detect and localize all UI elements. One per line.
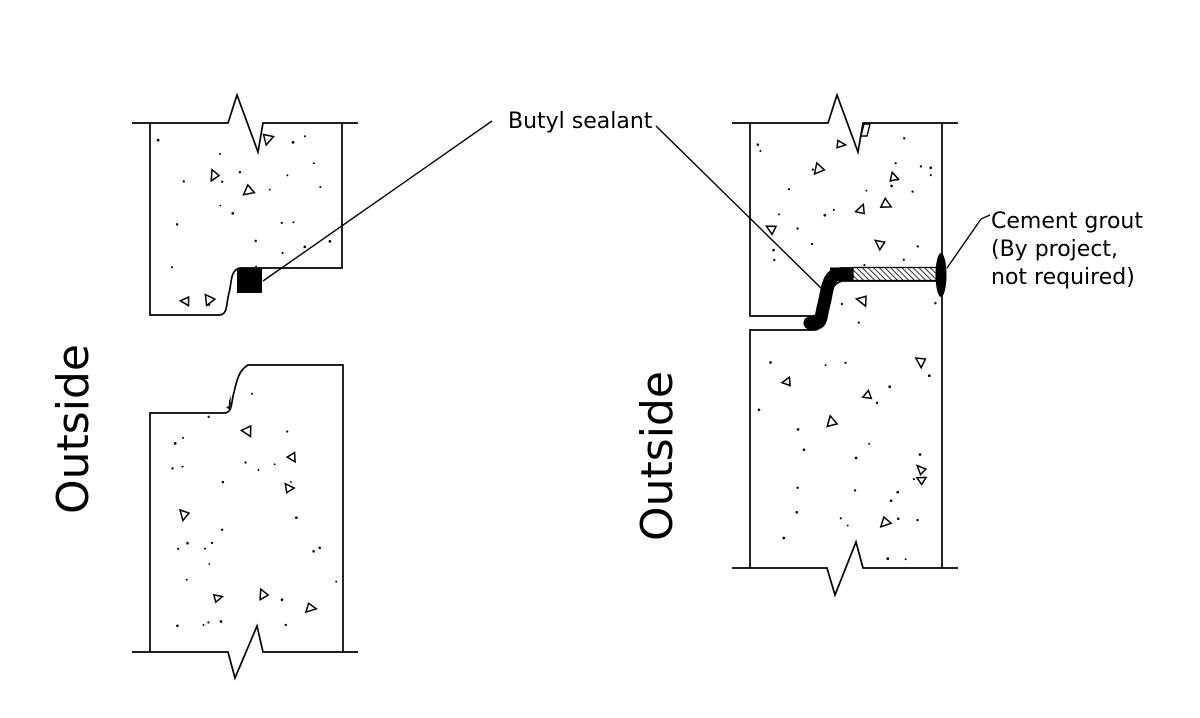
grout-squeeze-out: [935, 253, 947, 297]
break-line-right-top: [732, 92, 958, 156]
left-bottom-panel-outline: [149, 364, 344, 652]
concrete-texture-right-bottom: [757, 295, 937, 561]
outside-label-right: Outside: [632, 371, 683, 541]
right-joint-detail: [732, 92, 958, 598]
break-notch: [860, 123, 871, 137]
butyl-sealant-label: Butyl sealant: [508, 109, 653, 134]
outside-label-left: Outside: [48, 344, 99, 514]
left-joint-detail: [132, 92, 358, 681]
cement-grout-label: Cement grout (By project, not required): [991, 209, 1143, 290]
break-line-right-bottom: [732, 539, 958, 598]
leader-line-butyl-right: [655, 125, 823, 290]
cement-grout-band: [852, 266, 939, 282]
cement-grout-label-line3: not required): [991, 265, 1135, 290]
concrete-texture-right-top: [756, 137, 933, 298]
break-line-left-top: [132, 92, 358, 156]
right-top-panel-outline: [749, 123, 943, 317]
leader-line-butyl-left: [262, 120, 493, 282]
concrete-texture-left-bottom: [163, 379, 338, 628]
cement-grout-label-line1: Cement grout: [991, 209, 1143, 234]
right-bottom-panel-outline: [749, 280, 943, 568]
butyl-sealant-band: [830, 267, 854, 281]
left-top-panel-outline: [149, 123, 343, 316]
butyl-sealant-block: [237, 268, 262, 293]
leader-line-cement-grout: [946, 214, 991, 269]
cement-grout-label-line2: (By project,: [991, 237, 1118, 262]
break-line-left-bottom: [132, 623, 358, 681]
